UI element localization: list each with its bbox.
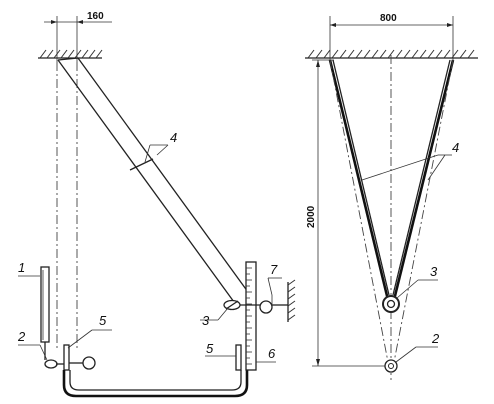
right-striker — [384, 359, 398, 373]
label-1: 1 — [18, 260, 25, 275]
right-front-view: 800 2000 — [305, 13, 478, 380]
pendulum-bar — [57, 57, 249, 303]
label-4-left: 4 — [170, 130, 177, 145]
label-5-right: 5 — [206, 341, 214, 356]
stop-7 — [271, 279, 296, 322]
left-labels: 1 2 5 4 3 5 6 7 — [17, 130, 282, 363]
label-4-right: 4 — [452, 140, 459, 155]
label-2-right: 2 — [431, 331, 440, 346]
pendulum-head — [223, 299, 273, 314]
rod — [40, 266, 50, 343]
striker-ball — [44, 342, 64, 369]
label-6: 6 — [268, 346, 276, 361]
u-frame — [62, 370, 249, 398]
dimension-160-label: 160 — [87, 11, 104, 22]
scale — [235, 261, 257, 371]
label-3-left: 3 — [202, 313, 210, 328]
suspension-wires — [328, 59, 455, 363]
dimension-2000-label: 2000 — [306, 205, 317, 228]
dimension-800-label: 800 — [380, 13, 397, 24]
label-5-left: 5 — [99, 313, 107, 328]
right-labels: 4 3 2 — [361, 140, 459, 363]
left-side-view: 160 — [17, 11, 296, 398]
dimension-160: 160 — [44, 11, 112, 62]
right-head — [382, 295, 400, 313]
dimension-2000: 2000 — [306, 59, 392, 367]
left-bracket — [63, 344, 96, 371]
right-ceiling — [305, 49, 478, 59]
dimension-800: 800 — [329, 13, 454, 62]
left-ceiling — [38, 49, 103, 59]
label-3-right: 3 — [430, 264, 438, 279]
label-7: 7 — [270, 262, 278, 277]
label-2: 2 — [17, 329, 26, 344]
